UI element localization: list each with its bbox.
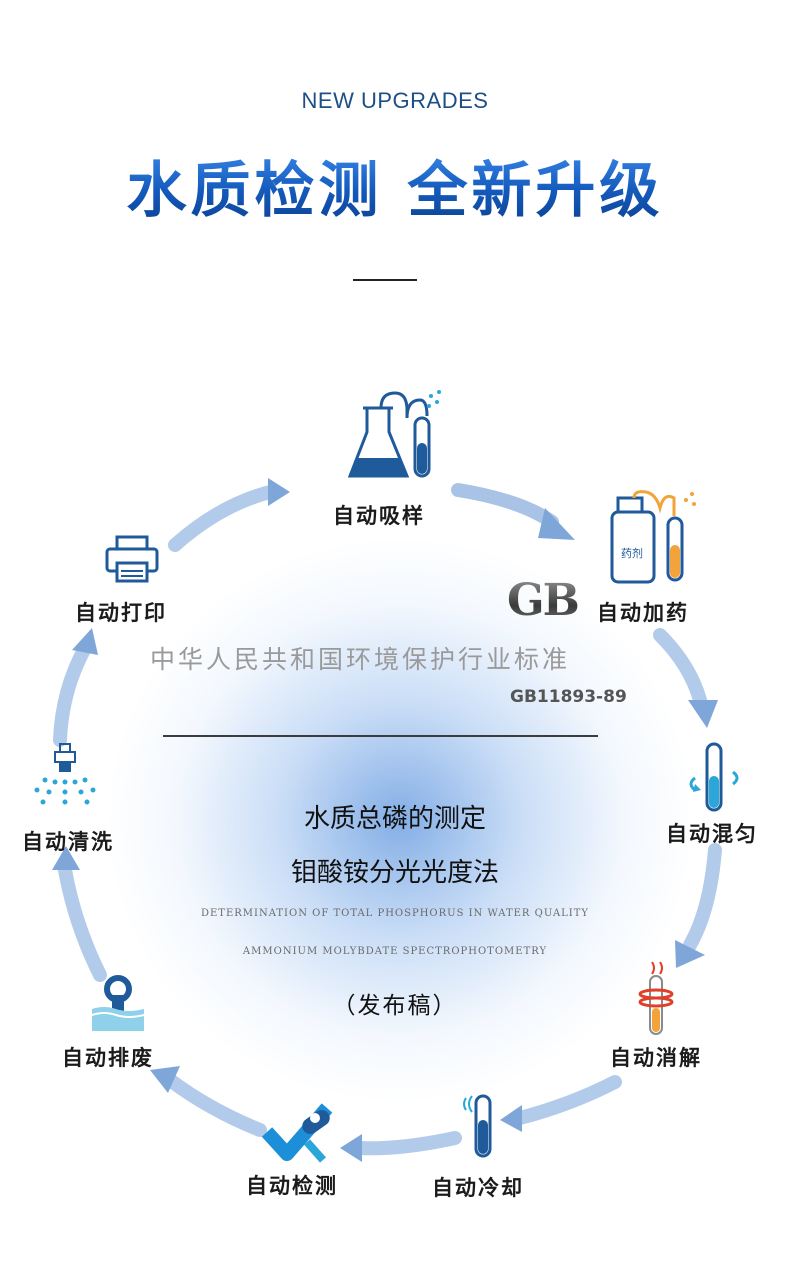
step-label-detection: 自动检测	[246, 1174, 338, 1198]
step-label-cooling: 自动冷却	[432, 1176, 524, 1200]
standard-code: GB11893-89	[510, 687, 627, 707]
drain-pipe-icon	[91, 975, 145, 1031]
header-divider	[353, 279, 417, 281]
arrowhead-1	[538, 508, 575, 540]
standard-divider	[163, 735, 598, 737]
step-label-mixing: 自动混匀	[666, 822, 758, 846]
arrowhead-4	[500, 1105, 522, 1132]
step-label-printing: 自动打印	[75, 601, 167, 625]
arrow-dose-to-mix	[653, 628, 707, 707]
header-eyebrow: NEW UPGRADES	[301, 88, 489, 113]
page-title: 水质检测 全新升级	[0, 142, 790, 229]
arrow-sample-to-dose	[451, 483, 559, 529]
arrow-mix-to-digest	[683, 843, 722, 952]
arrowhead-3	[675, 940, 705, 968]
arrow-print-to-sample	[168, 485, 277, 552]
flask-sampling-icon	[347, 390, 441, 478]
arrow-digest-to-cool	[513, 1075, 622, 1125]
step-label-sampling: 自动吸样	[333, 504, 425, 528]
step-label-dosing: 自动加药	[597, 601, 689, 625]
printer-icon	[105, 535, 159, 583]
standard-title-line1: 水质总磷的测定	[303, 804, 486, 834]
mixing-tube-icon	[689, 742, 739, 812]
arrowhead-2	[688, 700, 718, 728]
spray-nozzle-icon	[34, 743, 96, 805]
arrow-detect-to-drain	[163, 1073, 267, 1137]
standard-note: （发布稿）	[332, 993, 458, 1019]
arrow-wash-to-print	[53, 641, 92, 747]
arrowhead-8	[72, 628, 98, 655]
reagent-bottle-icon	[610, 490, 696, 584]
heating-tube-icon	[638, 961, 674, 1035]
standard-english-line2: AMMONIUM MOLYBDATE SPECTROPHOTOMETRY	[242, 946, 548, 957]
gb-logo: GB	[507, 575, 580, 626]
arrow-cool-to-detect	[353, 1131, 462, 1156]
arrowhead-9	[268, 478, 290, 506]
arrowhead-7	[52, 846, 80, 870]
arrow-drain-to-wash	[58, 863, 107, 982]
background-glow	[110, 540, 690, 1100]
cooling-tube-icon	[463, 1094, 492, 1158]
standard-title-line2: 钼酸铵分光光度法	[290, 858, 499, 888]
standard-organization: 中华人民共和国环境保护行业标准	[150, 645, 571, 674]
reagent-label: 药剂	[621, 547, 643, 560]
step-label-digestion: 自动消解	[610, 1046, 702, 1070]
arrowhead-5	[340, 1134, 362, 1162]
detection-check-icon	[261, 1103, 333, 1163]
step-label-washing: 自动清洗	[22, 830, 114, 854]
standard-english-line1: DETERMINATION OF TOTAL PHOSPHORUS IN WAT…	[200, 908, 590, 919]
step-label-drain: 自动排废	[62, 1046, 154, 1070]
arrowhead-6	[150, 1066, 180, 1093]
